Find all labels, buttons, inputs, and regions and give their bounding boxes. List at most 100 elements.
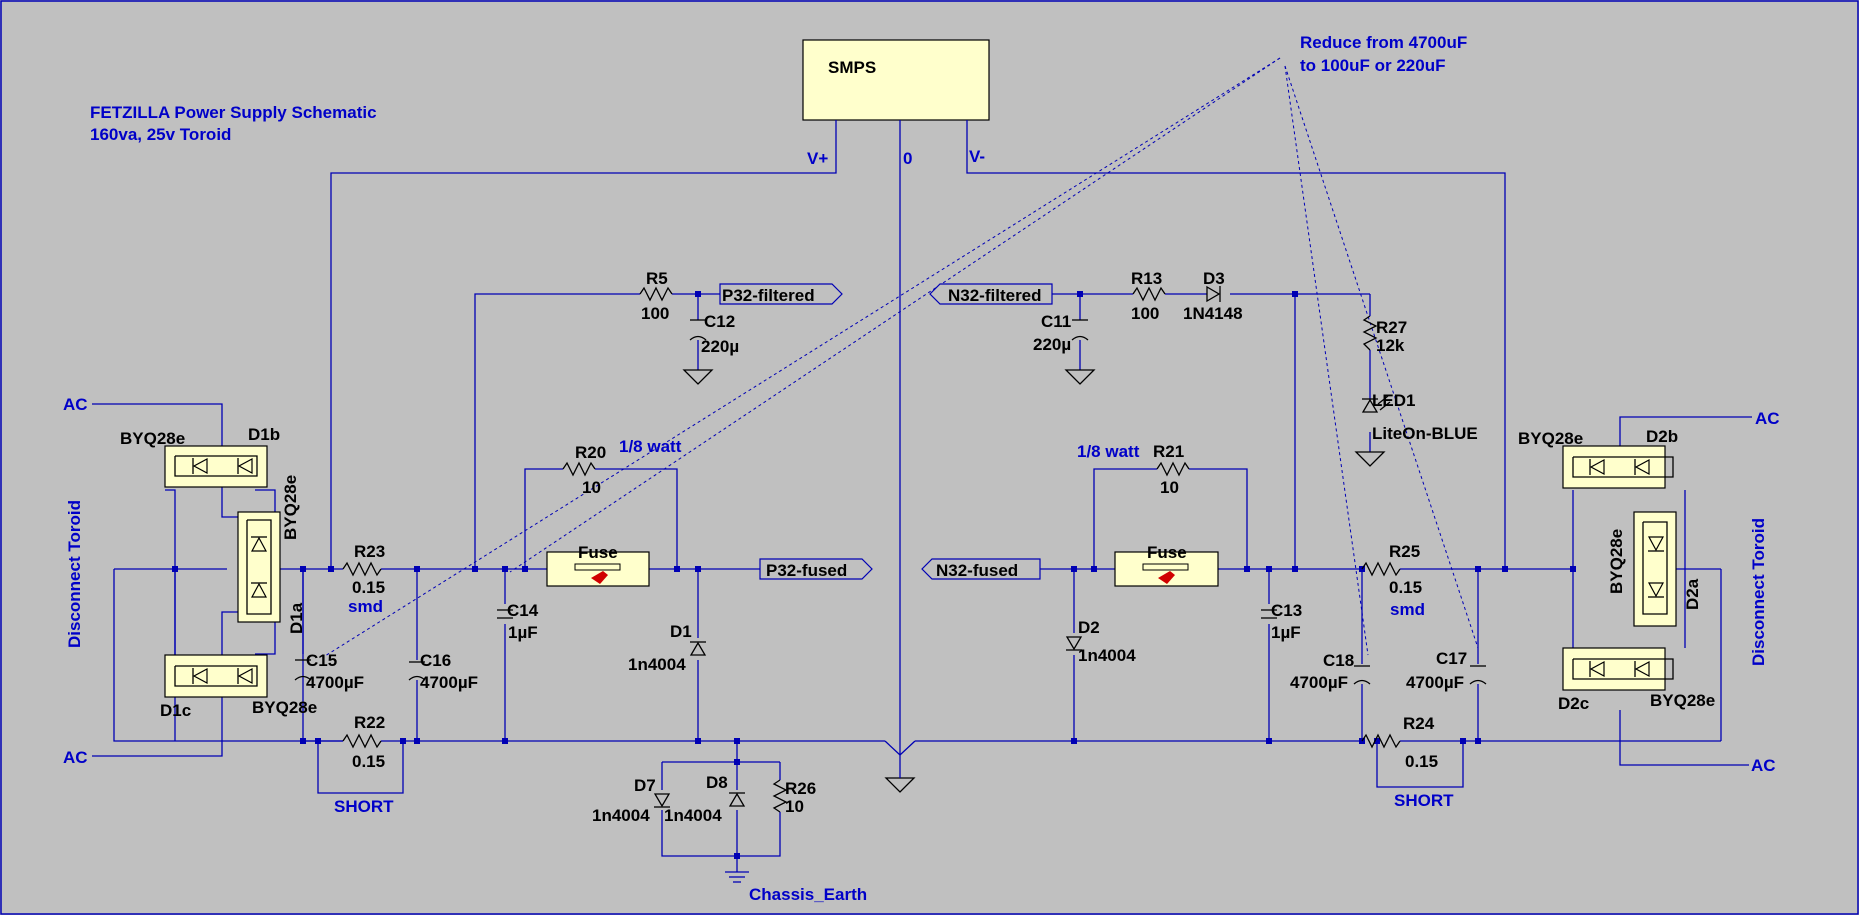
r25-note: smd — [1390, 600, 1425, 619]
net-n32-fused: N32-fused — [936, 561, 1018, 580]
c18-ref: C18 — [1323, 651, 1354, 670]
d1c-ref: D1c — [160, 701, 191, 720]
led1-ref: LED1 — [1372, 391, 1415, 410]
d2-value: 1n4004 — [1078, 646, 1136, 665]
note-pointer-lines — [324, 57, 1479, 657]
r5-ref: R5 — [646, 269, 668, 288]
r22-ref: R22 — [354, 713, 385, 732]
net-ac-bottom-left: AC — [63, 748, 88, 767]
c15-ref: C15 — [306, 651, 337, 670]
bridge-d2a — [1633, 511, 1677, 627]
c17-ref: C17 — [1436, 649, 1467, 668]
c14-ref: C14 — [507, 601, 539, 620]
r20-note: 1/8 watt — [619, 437, 682, 456]
d1-ref: D1 — [670, 622, 692, 641]
ground-symbols — [682, 369, 1386, 883]
net-n32-filtered: N32-filtered — [948, 286, 1042, 305]
fuse-left-label: Fuse — [578, 543, 618, 562]
d2c-ref: D2c — [1558, 694, 1589, 713]
bridge-d2b — [1562, 445, 1674, 489]
short-right: SHORT — [1394, 791, 1454, 810]
short-left: SHORT — [334, 797, 394, 816]
r27-value: 12k — [1376, 336, 1405, 355]
r21-note: 1/8 watt — [1077, 442, 1140, 461]
r23-ref: R23 — [354, 542, 385, 561]
bridge-d2c — [1562, 647, 1674, 691]
c15-value: 4700µF — [306, 673, 364, 692]
c18-value: 4700µF — [1290, 673, 1348, 692]
text-labels: AC AC AC AC Disconnect Toroid Disconnect… — [63, 269, 1780, 904]
r25-value: 0.15 — [1389, 578, 1422, 597]
schematic-subtitle: 160va, 25v Toroid — [90, 125, 231, 144]
r23-note: smd — [348, 597, 383, 616]
bridge-d1b — [164, 445, 268, 488]
d1c-value: BYQ28e — [252, 698, 317, 717]
c16-value: 4700µF — [420, 673, 478, 692]
smps-block: SMPS — [802, 39, 990, 121]
resistors — [342, 286, 1401, 813]
d8-ref: D8 — [706, 773, 728, 792]
r5-value: 100 — [641, 304, 669, 323]
c13-value: 1µF — [1271, 623, 1301, 642]
smps-label: SMPS — [828, 58, 876, 77]
r21-ref: R21 — [1153, 442, 1184, 461]
d7-ref: D7 — [634, 776, 656, 795]
disconnect-toroid-left: Disconnect Toroid — [65, 500, 84, 648]
r26-ref: R26 — [785, 779, 816, 798]
net-p32-filtered: P32-filtered — [722, 286, 815, 305]
r21-value: 10 — [1160, 478, 1179, 497]
d2a-value: BYQ28e — [1607, 529, 1626, 594]
led1-value: LiteOn-BLUE — [1372, 424, 1478, 443]
smps-pin-vminus: V- — [969, 147, 985, 166]
bridge-d1c — [164, 654, 268, 698]
schematic-title: FETZILLA Power Supply Schematic — [90, 103, 377, 122]
c12-value: 220µ — [701, 337, 739, 356]
bridge-d1a — [237, 511, 281, 623]
c11-value: 220µ — [1033, 335, 1071, 354]
c14-value: 1µF — [508, 623, 538, 642]
r13-value: 100 — [1131, 304, 1159, 323]
d3-value: 1N4148 — [1183, 304, 1243, 323]
capacitor-note-line1: Reduce from 4700uF — [1300, 33, 1467, 52]
d1-value: 1n4004 — [628, 655, 686, 674]
r20-value: 10 — [582, 478, 601, 497]
c16-ref: C16 — [420, 651, 451, 670]
r24-value: 0.15 — [1405, 752, 1438, 771]
d1a-value: BYQ28e — [281, 475, 300, 540]
smps-pin-vplus: V+ — [807, 149, 828, 168]
r20-ref: R20 — [575, 443, 606, 462]
d8-value: 1n4004 — [664, 806, 722, 825]
net-ac-top-right: AC — [1755, 409, 1780, 428]
d7-value: 1n4004 — [592, 806, 650, 825]
r27-ref: R27 — [1376, 318, 1407, 337]
diodes — [653, 285, 1391, 808]
disconnect-toroid-right: Disconnect Toroid — [1749, 518, 1768, 666]
d3-ref: D3 — [1203, 269, 1225, 288]
c11-ref: C11 — [1041, 312, 1071, 331]
fuse-right — [1114, 551, 1219, 587]
r24-ref: R24 — [1403, 714, 1435, 733]
wires — [92, 120, 1752, 872]
d2b-value: BYQ28e — [1518, 429, 1583, 448]
net-ac-top-left: AC — [63, 395, 88, 414]
r23-value: 0.15 — [352, 578, 385, 597]
d2b-ref: D2b — [1646, 427, 1678, 446]
c12-ref: C12 — [704, 312, 735, 331]
net-flags — [719, 283, 1053, 580]
smps-pin-zero: 0 — [903, 149, 912, 168]
d2c-value: BYQ28e — [1650, 691, 1715, 710]
r25-ref: R25 — [1389, 542, 1420, 561]
d1a-ref: D1a — [287, 602, 306, 634]
d1b-value: BYQ28e — [120, 429, 185, 448]
c17-value: 4700µF — [1406, 673, 1464, 692]
net-chassis-earth: Chassis_Earth — [749, 885, 867, 904]
r22-value: 0.15 — [352, 752, 385, 771]
capacitors — [294, 319, 1487, 685]
net-p32-fused: P32-fused — [766, 561, 847, 580]
r26-value: 10 — [785, 797, 804, 816]
junction-dots — [172, 291, 1576, 859]
capacitor-note-line2: to 100uF or 220uF — [1300, 56, 1445, 75]
c13-ref: C13 — [1271, 601, 1302, 620]
